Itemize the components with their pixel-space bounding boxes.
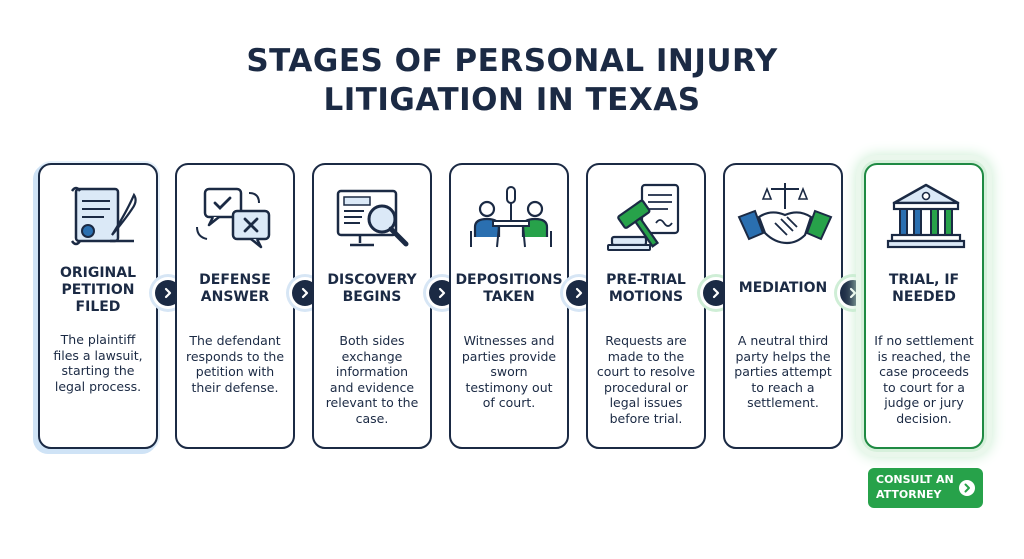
- deposition-microphone-icon: [470, 186, 552, 248]
- consult-attorney-label: CONSULT AN ATTORNEY: [876, 472, 956, 502]
- stage-title-line: TRIAL, IF: [888, 272, 960, 288]
- stage-desc-line: parties provide: [461, 348, 557, 364]
- stage-title-line: BEGINS: [342, 289, 402, 305]
- stage-desc-line: settlement.: [747, 395, 819, 410]
- stage-title-line: ORIGINAL: [59, 265, 137, 281]
- stage-desc-line: case proceeds: [879, 364, 969, 379]
- stage-desc-pretrial-motions: Requests are made to the court to resolv…: [594, 333, 698, 426]
- stage-title-trial: TRIAL, IF NEEDED: [868, 272, 980, 306]
- stage-card-defense-answer: DEFENSE ANSWER The defendant responds to…: [175, 163, 295, 449]
- next-arrow-icon: [840, 280, 866, 306]
- stage-desc-line: files a lawsuit,: [53, 347, 143, 363]
- cta-label-line: CONSULT AN: [876, 473, 954, 486]
- stage-desc-line: court to resolve: [596, 364, 696, 379]
- page-title: STAGES OF PERSONAL INJURY LITIGATION IN …: [0, 42, 1024, 120]
- stage-desc-line: and evidence: [329, 379, 415, 395]
- stage-desc-line: before trial.: [609, 410, 683, 426]
- stage-desc-line: responds to the: [185, 348, 285, 364]
- stage-card-discovery: DISCOVERY BEGINS Both sides exchange inf…: [312, 163, 432, 449]
- stage-desc-line: The defendant: [189, 333, 281, 348]
- stage-desc-line: petition with: [195, 364, 275, 379]
- stage-desc-line: decision.: [896, 410, 952, 426]
- stage-title-mediation: MEDIATION: [727, 280, 839, 297]
- stage-desc-line: to reach a: [751, 379, 815, 395]
- stage-card-trial: TRIAL, IF NEEDED If no settlement is rea…: [864, 163, 984, 449]
- stage-title-line: TAKEN: [483, 289, 535, 305]
- stage-title-pretrial-motions: PRE-TRIAL MOTIONS: [590, 272, 702, 306]
- stage-title-line: FILED: [75, 299, 121, 315]
- stage-desc-line: is reached, the: [877, 348, 971, 364]
- stage-desc-line: exchange: [341, 348, 403, 364]
- stage-desc-original-petition: The plaintiff files a lawsuit, starting …: [46, 332, 150, 394]
- stage-desc-line: legal process.: [54, 378, 142, 394]
- stage-card-depositions: DEPOSITIONS TAKEN Witnesses and parties …: [449, 163, 569, 449]
- stage-title-original-petition: ORIGINAL PETITION FILED: [42, 265, 154, 316]
- stage-title-discovery: DISCOVERY BEGINS: [316, 272, 428, 306]
- chevron-right-icon: [959, 480, 975, 496]
- courthouse-icon: [886, 183, 966, 249]
- consult-attorney-button[interactable]: CONSULT AN ATTORNEY: [868, 468, 983, 508]
- title-line-2: LITIGATION IN TEXAS: [323, 82, 701, 118]
- stage-card-original-petition: ORIGINAL PETITION FILED The plaintiff fi…: [38, 163, 158, 449]
- stage-desc-line: made to the: [607, 348, 685, 364]
- stage-desc-line: to court for a: [883, 379, 965, 395]
- stage-desc-discovery: Both sides exchange information and evid…: [320, 333, 424, 426]
- stage-desc-depositions: Witnesses and parties provide sworn test…: [457, 333, 561, 411]
- title-line-1: STAGES OF PERSONAL INJURY: [246, 43, 778, 79]
- gavel-document-icon: [607, 183, 680, 251]
- stage-title-line: MEDIATION: [738, 280, 828, 296]
- petition-scroll-quill-icon: [70, 186, 137, 246]
- stage-desc-mediation: A neutral third party helps the parties …: [731, 333, 835, 411]
- chat-check-x-icon: [196, 187, 271, 249]
- stage-desc-line: party helps the: [735, 348, 831, 364]
- stage-title-line: PRE-TRIAL: [606, 272, 686, 288]
- stage-desc-line: procedural or: [604, 379, 688, 395]
- stage-desc-line: sworn: [490, 364, 528, 379]
- stage-desc-line: The plaintiff: [60, 332, 136, 347]
- stage-desc-line: parties attempt: [734, 364, 832, 379]
- stage-desc-line: case.: [355, 410, 389, 426]
- stage-desc-line: A neutral third: [737, 333, 829, 348]
- stage-desc-line: of court.: [482, 395, 536, 410]
- stage-desc-line: information: [335, 364, 409, 379]
- stage-title-line: DISCOVERY: [327, 272, 417, 288]
- stage-title-depositions: DEPOSITIONS TAKEN: [453, 272, 565, 306]
- stage-card-mediation: MEDIATION A neutral third party helps th…: [723, 163, 843, 449]
- stage-desc-line: judge or jury: [884, 395, 964, 410]
- stage-desc-defense-answer: The defendant responds to the petition w…: [183, 333, 287, 395]
- stage-desc-line: Witnesses and: [463, 333, 555, 348]
- stage-title-line: DEPOSITIONS: [455, 272, 563, 288]
- stage-title-line: NEEDED: [892, 289, 956, 305]
- stage-desc-line: their defense.: [191, 379, 279, 395]
- stage-title-line: DEFENSE: [199, 272, 271, 288]
- stage-desc-line: legal issues: [609, 395, 683, 410]
- stage-desc-line: testimony out: [465, 379, 553, 395]
- stage-desc-line: relevant to the: [325, 395, 419, 410]
- stage-title-line: ANSWER: [200, 289, 270, 305]
- cta-label-line: ATTORNEY: [876, 488, 942, 501]
- stage-title-defense-answer: DEFENSE ANSWER: [179, 272, 291, 306]
- stage-desc-trial: If no settlement is reached, the case pr…: [872, 333, 976, 426]
- stage-desc-line: If no settlement: [874, 333, 974, 348]
- stage-card-pretrial-motions: PRE-TRIAL MOTIONS Requests are made to t…: [586, 163, 706, 449]
- stage-desc-line: Requests are: [605, 333, 687, 348]
- stage-title-line: MOTIONS: [608, 289, 684, 305]
- scales-handshake-icon: [737, 183, 833, 245]
- stage-desc-line: starting the: [61, 363, 135, 378]
- stage-title-line: PETITION: [61, 282, 135, 298]
- stage-desc-line: Both sides: [339, 333, 405, 348]
- document-magnifier-icon: [336, 189, 409, 247]
